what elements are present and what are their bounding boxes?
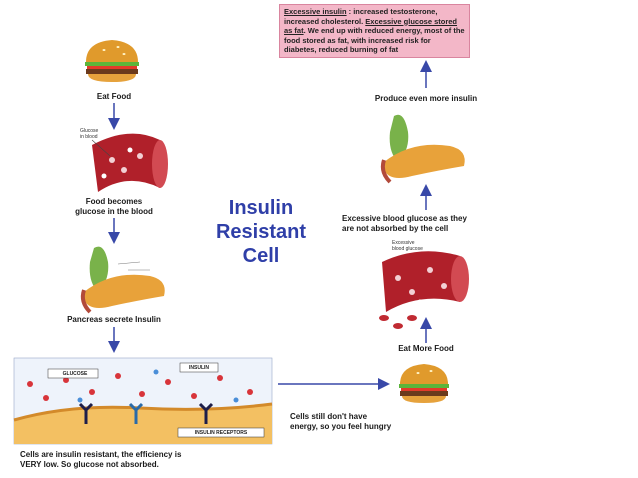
food-glucose-line-1: Food becomes — [85, 197, 143, 206]
title-line-2: Resistant — [215, 221, 307, 243]
label-still-hungry: Cells still don't have energy, so you fe… — [290, 412, 450, 432]
label-more-insulin: Produce even more insulin — [374, 94, 478, 103]
food-glucose-line-2: glucose in the blood — [75, 207, 153, 216]
glucose-in-blood-line-2: in blood — [80, 134, 98, 140]
label-food-glucose: Food becomes glucose in the blood — [54, 197, 174, 217]
consequence-excessive-insulin: Excessive insulin — [284, 7, 347, 16]
cell-membrane-illustration — [13, 357, 273, 445]
pancreas-icon — [80, 246, 165, 314]
label-cells-resistant: Cells are insulin resistant, the efficie… — [20, 450, 270, 470]
glucose-in-blood-line-1: Glucose — [80, 128, 99, 134]
blood-vessel-icon — [91, 133, 168, 192]
title-line-3: Cell — [242, 245, 280, 267]
glucose-tag: GLUCOSE — [62, 371, 88, 377]
blood-vessel-icon-2 — [379, 251, 469, 329]
consequence-glucose-fat: Excessive glucose stored as fat — [284, 16, 458, 36]
label-excess-glucose: Excessive blood glucose as they are not … — [342, 214, 522, 234]
cells-resistant-line-1: Cells are insulin resistant, the efficie… — [20, 450, 182, 459]
still-hungry-line-2: energy, so you feel hungry — [290, 422, 392, 431]
label-eat-more: Eat More Food — [398, 344, 454, 353]
label-pancreas-insulin: Pancreas secrete Insulin — [67, 315, 161, 324]
consequence-text-2: . We end up with reduced energy, most of… — [284, 26, 465, 54]
pancreas-icon-2 — [380, 114, 465, 184]
insulin-tag: INSULIN — [189, 365, 209, 371]
burger-icon — [85, 40, 139, 82]
label-excessive-blood-glucose: Excessive blood glucose — [392, 240, 423, 252]
label-eat-food: Eat Food — [96, 92, 132, 101]
still-hungry-line-1: Cells still don't have — [290, 412, 368, 421]
excess-glucose-line-2: are not absorbed by the cell — [342, 224, 449, 233]
excessive-blood-glucose-line-2: blood glucose — [392, 246, 423, 252]
diagram-title: Insulin Resistant Cell — [196, 196, 326, 268]
excess-glucose-line-1: Excessive blood glucose as they — [342, 214, 467, 223]
consequence-box: Excessive insulin : increased testostero… — [279, 4, 470, 58]
label-glucose-in-blood: Glucose in blood — [80, 128, 98, 140]
burger-icon-2 — [399, 364, 449, 403]
cells-resistant-line-2: VERY low. So glucose not absorbed. — [20, 460, 159, 469]
title-line-1: Insulin — [228, 197, 294, 219]
insulin-receptors-tag: INSULIN RECEPTORS — [194, 430, 248, 436]
excessive-blood-glucose-line-1: Excessive — [392, 240, 415, 246]
consequence-text-1: : increased testosterone, increased chol… — [284, 7, 438, 26]
